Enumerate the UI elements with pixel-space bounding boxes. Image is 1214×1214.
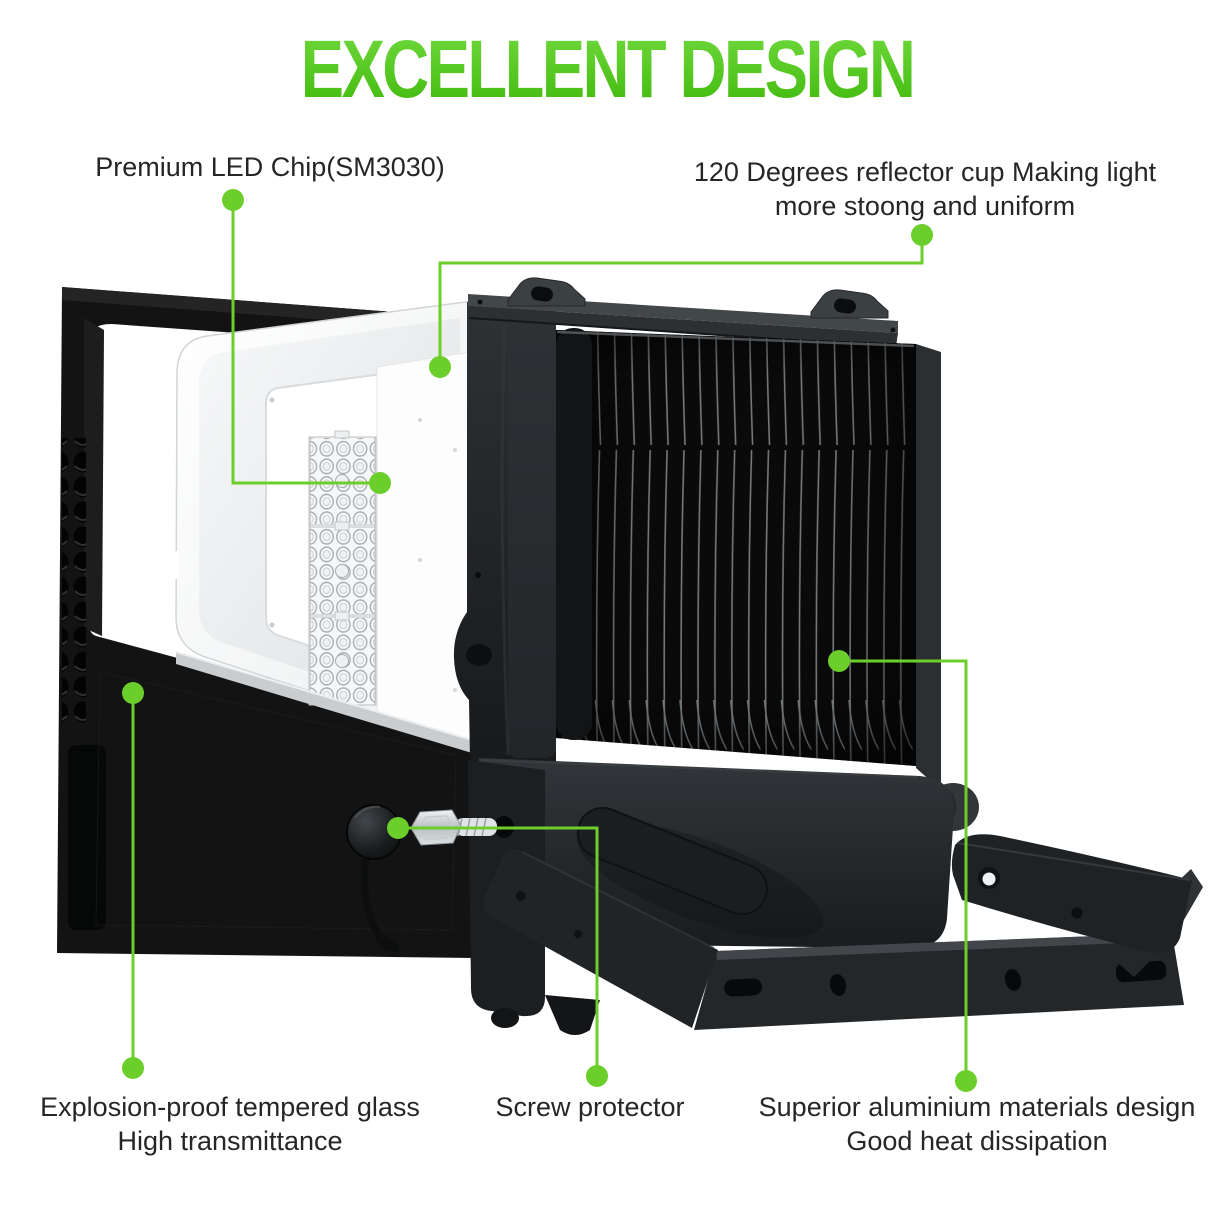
callout-dot-reflector-end xyxy=(429,356,451,378)
screw-protector-cap xyxy=(346,804,402,953)
callout-dot-screw-end xyxy=(586,1065,608,1087)
glass-bottom-edge xyxy=(175,651,473,753)
frame-grip-knobs xyxy=(62,438,86,723)
body-right-edge xyxy=(916,344,979,831)
label-screw-protector-line1: Screw protector xyxy=(495,1092,685,1122)
label-reflector-cup-line2: more stoong and uniform xyxy=(774,191,1076,221)
callout-dot-aluminium-end xyxy=(955,1070,977,1092)
label-tempered-glass-line2: High transmittance xyxy=(117,1126,343,1156)
bracket-base-bar xyxy=(694,933,1184,1030)
label-screw-protector: Screw protector xyxy=(495,1090,684,1124)
callout-dot-led-chip-end xyxy=(369,472,391,494)
heatsink-fins xyxy=(556,328,916,766)
label-tempered-glass-line1: Explosion-proof tempered glass xyxy=(40,1092,420,1122)
label-reflector-cup: 120 Degrees reflector cup Making light m… xyxy=(694,155,1156,223)
page-title: EXCELLENT DESIGN xyxy=(73,22,1141,116)
callout-line-aluminium xyxy=(839,659,968,1081)
bracket-right-arm xyxy=(951,834,1192,954)
label-aluminium-body-line2: Good heat dissipation xyxy=(846,1126,1108,1156)
handle-recess xyxy=(576,806,768,916)
label-aluminium-body-line1: Superior aluminium materials design xyxy=(758,1092,1196,1122)
callout-lines xyxy=(122,189,977,1092)
led-chip-array xyxy=(308,430,377,711)
backing-plate xyxy=(376,351,471,742)
label-aluminium-body: Superior aluminium materials design Good… xyxy=(759,1090,1196,1158)
bracket-left-arm xyxy=(482,848,718,1028)
callout-line-screw xyxy=(398,826,599,1076)
body-side-panel xyxy=(453,302,556,770)
callout-line-reflector xyxy=(438,235,924,367)
floodlight-body xyxy=(453,277,979,1035)
callout-dot-screw-start xyxy=(387,817,409,839)
label-reflector-cup-line1: 120 Degrees reflector cup Making light xyxy=(693,157,1157,187)
callout-dot-glass-start xyxy=(122,682,144,704)
callout-dot-aluminium-start xyxy=(828,650,850,672)
callout-dot-glass-end xyxy=(122,1057,144,1079)
label-led-chip-line1: Premium LED Chip(SM3030) xyxy=(95,152,445,182)
callout-dot-reflector-start xyxy=(911,224,933,246)
mounting-ears xyxy=(507,277,889,319)
label-led-chip: Premium LED Chip(SM3030) xyxy=(95,150,445,184)
callout-line-led-chip xyxy=(231,200,380,485)
mounting-bracket xyxy=(482,834,1203,1030)
callout-dot-led-chip-start xyxy=(222,189,244,211)
label-tempered-glass: Explosion-proof tempered glass High tran… xyxy=(40,1090,420,1158)
